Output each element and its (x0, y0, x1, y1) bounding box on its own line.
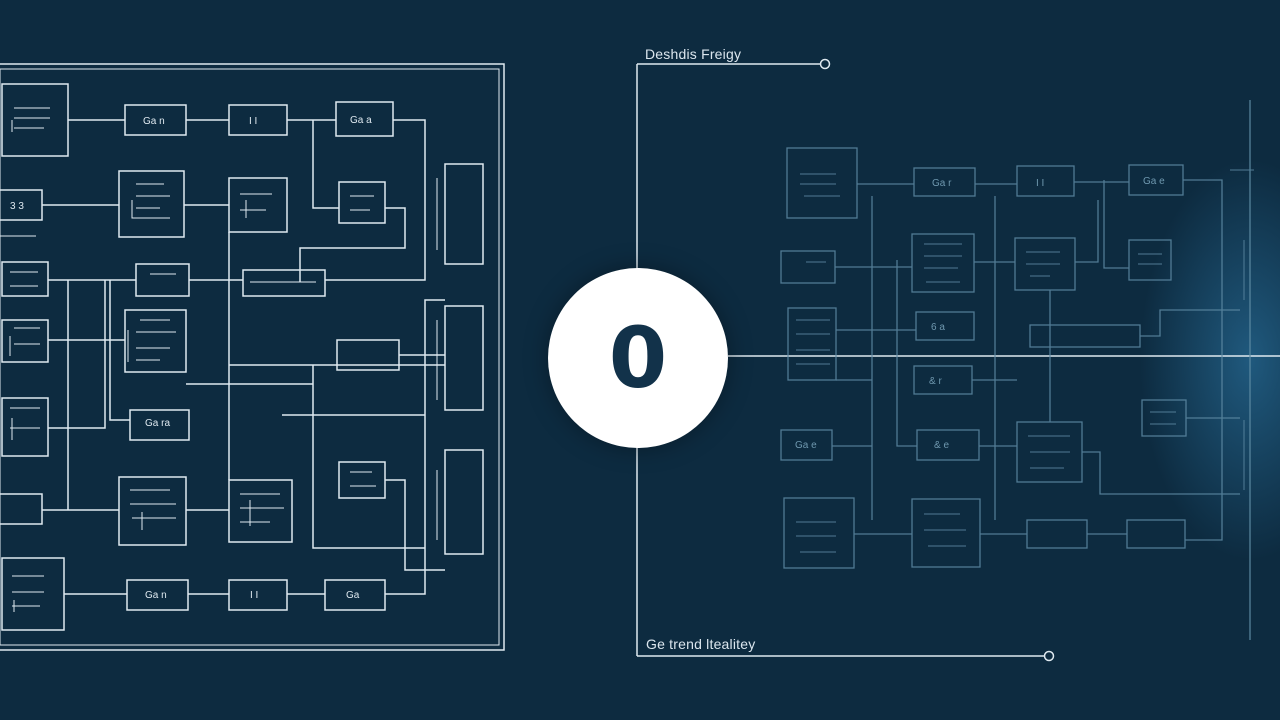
wire (48, 280, 125, 429)
block (786, 147, 858, 219)
block (780, 429, 833, 461)
block (228, 104, 288, 136)
block (916, 429, 980, 461)
wire (835, 180, 1129, 269)
wire (48, 279, 243, 421)
block (444, 305, 484, 411)
block (126, 579, 189, 611)
block (338, 461, 386, 499)
block (911, 233, 975, 293)
left-labels: Ga n 3 3 I I Ga a Ga ra Ga n I I Ga (10, 115, 372, 601)
block (783, 497, 855, 569)
wire (42, 280, 229, 511)
block-label: Ga (346, 590, 360, 601)
block (1016, 165, 1075, 197)
block-label: Ga n (143, 116, 165, 127)
block (129, 409, 190, 441)
block-label: I I (250, 590, 258, 601)
wire (836, 196, 917, 520)
block (338, 181, 386, 224)
wire (186, 354, 445, 416)
axis-top-node (819, 58, 831, 70)
right-panel (780, 100, 1254, 640)
center-hub-circle: 0 (548, 268, 728, 448)
block (1026, 519, 1088, 549)
right-labels: Ga r I I Ga e 6 a & r Ga e & e (795, 176, 1165, 451)
axis-bottom-node (1043, 650, 1055, 662)
block (915, 311, 975, 341)
wire (68, 119, 426, 281)
block (335, 101, 394, 137)
block-label: 6 a (931, 322, 945, 333)
wire (64, 299, 445, 595)
block (1128, 239, 1172, 281)
block (1126, 519, 1186, 549)
block-label: & e (934, 440, 949, 451)
block-label: Ga e (1143, 176, 1165, 187)
wire (385, 479, 445, 571)
block (911, 498, 981, 568)
block-label: Ga a (350, 115, 372, 126)
block-label: I I (1036, 178, 1044, 189)
left-panel (0, 63, 505, 651)
block (1029, 324, 1141, 348)
caption-bottom: Ge trend ltealitey (646, 636, 756, 652)
block (913, 167, 976, 197)
block (228, 177, 288, 233)
block-label: 3 3 (10, 201, 24, 212)
block (0, 493, 43, 525)
block-label: & r (929, 376, 942, 387)
block (118, 476, 187, 546)
block (228, 479, 293, 543)
block (1, 397, 49, 457)
block (124, 309, 187, 373)
block-label: Ga ra (145, 418, 170, 429)
hub-number: 0 (608, 309, 668, 407)
wire (972, 196, 1240, 520)
block (1, 261, 49, 297)
block (135, 263, 190, 297)
right-glow (1140, 160, 1280, 560)
wire (832, 417, 1240, 495)
block-label: I I (249, 116, 257, 127)
wire (854, 290, 1127, 535)
block (1, 319, 49, 363)
block (1014, 237, 1076, 291)
block (913, 365, 973, 395)
block (242, 269, 326, 297)
wire (299, 120, 406, 282)
wire (857, 179, 1223, 541)
block (444, 163, 484, 265)
block (228, 579, 288, 611)
caption-top: Deshdis Freigy (645, 46, 742, 62)
block (118, 170, 185, 238)
wire (228, 232, 445, 549)
left-panel-frame-inner (0, 68, 500, 646)
block (324, 579, 386, 611)
block-label: Ga n (145, 590, 167, 601)
block-glyph (9, 107, 376, 612)
block (787, 307, 837, 381)
left-panel-frame-outer (0, 63, 505, 651)
block (444, 449, 484, 555)
block-glyph (796, 173, 1176, 553)
block-label: Ga r (932, 178, 952, 189)
block (1, 557, 65, 631)
block (780, 250, 836, 284)
block-label: Ga e (795, 440, 817, 451)
